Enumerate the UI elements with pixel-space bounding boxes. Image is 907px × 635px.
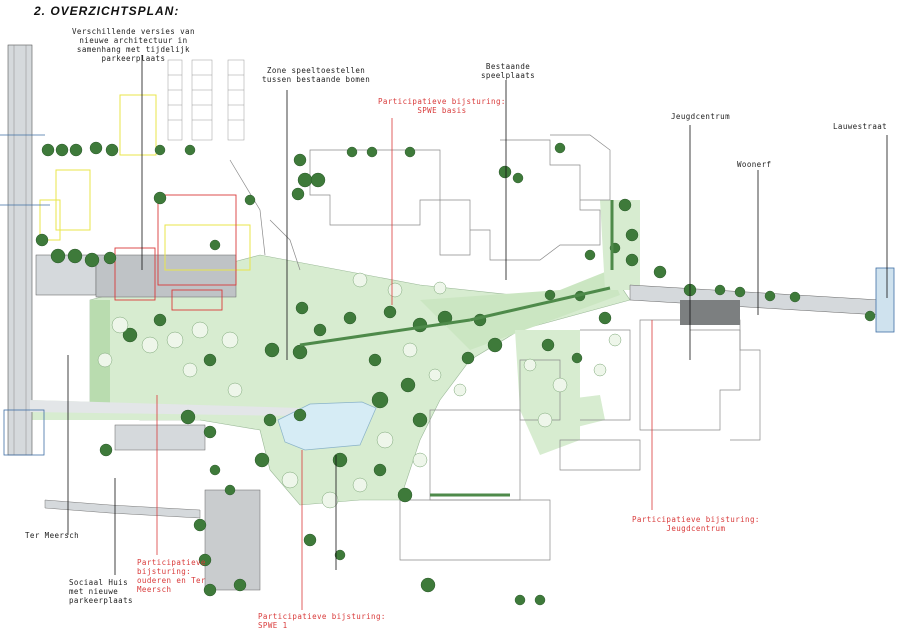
label-architectuur: Verschillende versies van nieuwe archite… <box>72 27 195 63</box>
label-ter-meersch: Ter Meersch <box>25 531 80 540</box>
trees <box>35 141 876 606</box>
hedges <box>299 200 614 497</box>
architecture-variants <box>39 94 251 271</box>
label-participatie-jeugdcentrum: Participatieve bijsturing: Jeugdcentrum <box>632 515 760 533</box>
label-ouderen: Participatieve bijsturing: ouderen en Te… <box>137 558 206 594</box>
label-sociaal-huis: Sociaal Huis met nieuwe parkeerplaats <box>69 578 133 605</box>
label-speeltoestellen: Zone speeltoestellen tussen bestaande bo… <box>262 66 371 84</box>
label-jeugdcentrum: Jeugdcentrum <box>671 112 730 121</box>
light-trees <box>97 272 622 509</box>
label-spwe-basis: Participatieve bijsturing: SPWE basis <box>378 97 506 115</box>
label-speelplaats: Bestaande speelplaats <box>481 62 536 80</box>
red-leader-lines <box>156 118 653 610</box>
leader-lines <box>67 55 888 575</box>
page-title: 2. OVERZICHTSPLAN: <box>34 4 180 18</box>
parking-top <box>167 59 245 141</box>
label-spwe1: Participatieve bijsturing: SPWE 1 <box>258 612 386 630</box>
roads <box>7 44 895 591</box>
section-markers <box>0 134 50 456</box>
red-outlines <box>114 194 237 311</box>
label-woonerf: Woonerf <box>737 160 772 169</box>
jeugdcentrum-building <box>680 300 740 325</box>
label-lauwestraat: Lauwestraat <box>833 122 888 131</box>
